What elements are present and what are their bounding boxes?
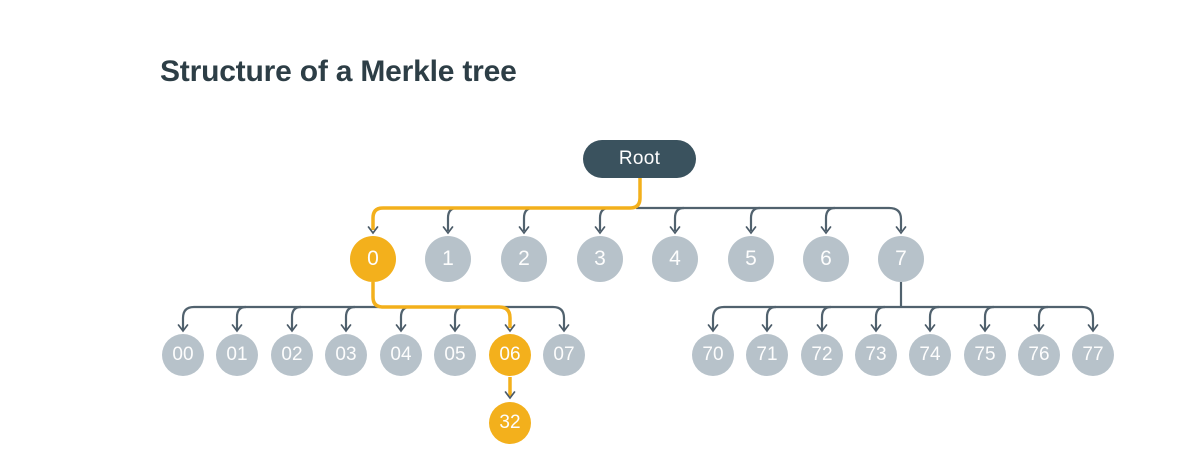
node-0: 0 — [350, 236, 396, 282]
node-03: 03 — [325, 334, 367, 376]
level1-bus-line — [636, 206, 903, 231]
node-72: 72 — [801, 334, 843, 376]
node-71: 71 — [746, 334, 788, 376]
right-leaf-hook-lines — [765, 305, 1049, 330]
node-3: 3 — [577, 236, 623, 282]
node-70: 70 — [692, 334, 734, 376]
node-05: 05 — [434, 334, 476, 376]
node-76: 76 — [1018, 334, 1060, 376]
node-6: 6 — [803, 236, 849, 282]
node-04: 04 — [380, 334, 422, 376]
node-5: 5 — [728, 236, 774, 282]
node-root: Root — [583, 140, 696, 178]
node-73: 73 — [855, 334, 897, 376]
node-00: 00 — [162, 334, 204, 376]
node-02: 02 — [271, 334, 313, 376]
node-7: 7 — [878, 236, 924, 282]
node-06: 06 — [489, 334, 531, 376]
right-leaf-bus-line — [711, 305, 1095, 330]
node-01: 01 — [216, 334, 258, 376]
left-leaf-bus-line — [181, 305, 566, 330]
node-07: 07 — [543, 334, 585, 376]
highlight-path-root-to-0 — [371, 177, 642, 230]
node-75: 75 — [964, 334, 1006, 376]
left-leaf-hook-lines — [235, 305, 465, 330]
node-32: 32 — [489, 402, 531, 444]
node-77: 77 — [1072, 334, 1114, 376]
node-74: 74 — [909, 334, 951, 376]
highlight-path-0-to-06 — [371, 282, 512, 328]
diagram-title: Structure of a Merkle tree — [160, 55, 517, 88]
level1-hook-lines — [446, 206, 836, 231]
node-2: 2 — [501, 236, 547, 282]
arrowhead-icons — [177, 226, 1099, 400]
node-4: 4 — [652, 236, 698, 282]
node-1: 1 — [425, 236, 471, 282]
